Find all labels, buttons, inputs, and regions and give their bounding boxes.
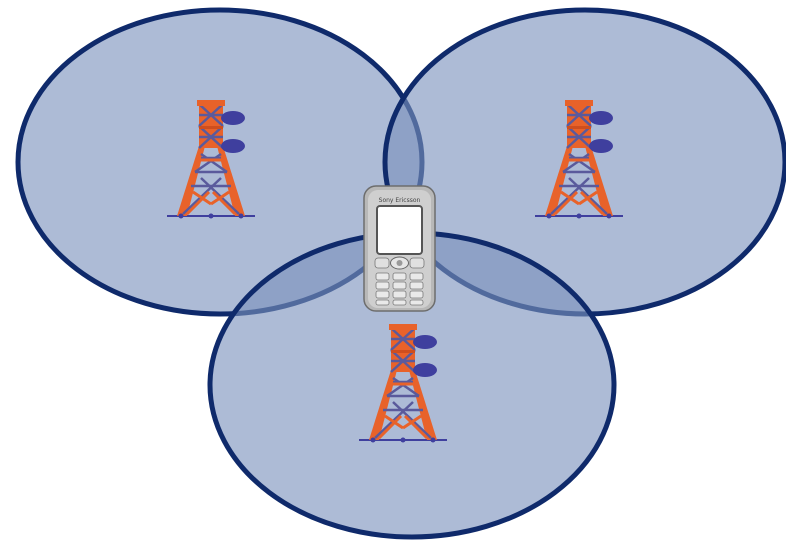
mobile-phone: Sony Ericsson: [364, 186, 435, 311]
phone-keypad: [376, 273, 423, 305]
phone-screen: [377, 206, 422, 254]
phone-brand-text: Sony Ericsson: [379, 197, 421, 204]
